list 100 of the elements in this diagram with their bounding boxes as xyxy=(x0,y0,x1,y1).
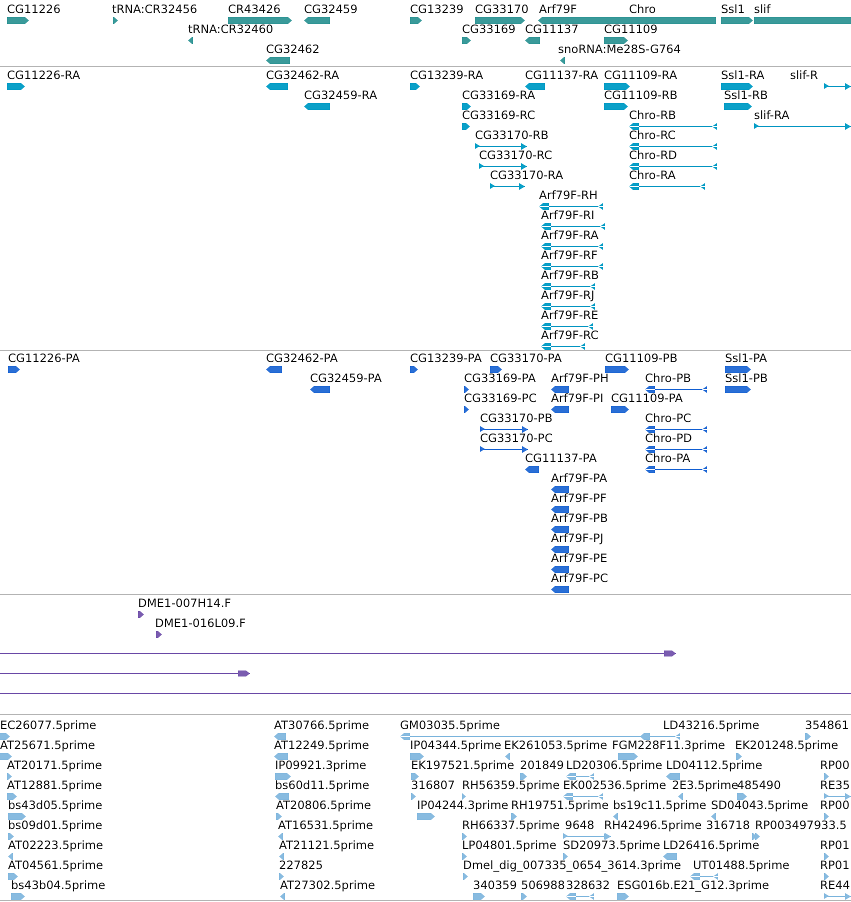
feature-label: AT20806.5prime xyxy=(276,799,372,812)
feature-label: SD20973.5prime xyxy=(563,839,660,852)
feature-label: CG33170-PA xyxy=(490,352,562,365)
feature-label: RH66337.5prime xyxy=(462,819,560,832)
feature-label: DME1-007H14.F xyxy=(138,597,232,610)
feature-label: bs43d05.5prime xyxy=(8,799,102,812)
feature-label: Arf79F-RA xyxy=(541,229,598,242)
feature-label: 354861 xyxy=(805,719,849,732)
feature-label: CG32462-RA xyxy=(266,69,340,82)
feature-label: CG32462-PA xyxy=(266,352,338,365)
feature-label: Arf79F-PB xyxy=(551,512,608,525)
feature-label: Arf79F-RI xyxy=(541,209,594,222)
feature-label: EK197521.5prime xyxy=(411,759,514,772)
feature-label: Arf79F-RF xyxy=(541,249,598,262)
feature-label: bs60d11.5prime xyxy=(275,779,370,792)
feature-label: RP01 xyxy=(820,839,850,852)
feature-label: LD43216.5prime xyxy=(663,719,760,732)
feature-label: slif-R xyxy=(790,69,818,82)
feature-label: CG11226-RA xyxy=(7,69,80,82)
feature-label: tRNA:CR32460 xyxy=(188,23,274,36)
feature-label: CG33169 xyxy=(462,23,516,36)
feature-label: CG11109-RB xyxy=(604,89,678,102)
feature-label: CG33170-PB xyxy=(480,412,552,425)
feature-label: CG33169-PA xyxy=(464,372,536,385)
feature-label: slif-RA xyxy=(754,109,790,122)
feature-label: EK201248.5prime xyxy=(735,739,838,752)
feature-label: 227825 xyxy=(279,859,323,872)
feature-label: 485490 xyxy=(737,779,781,792)
feature-label: EC26077.5prime xyxy=(0,719,96,732)
feature-label: Chro-RA xyxy=(629,169,676,182)
feature-label: DME1-016L09.F xyxy=(155,617,246,630)
feature-label: RH56359.5prime xyxy=(462,779,560,792)
feature-label: AT16531.5prime xyxy=(278,819,374,832)
feature-label: Chro-PA xyxy=(645,452,690,465)
feature-label: CG32459-PA xyxy=(310,372,382,385)
feature-label: Ssl1-RA xyxy=(721,69,764,82)
feature-label: LD20306.5prime xyxy=(566,759,662,772)
feature-label: RP00 xyxy=(820,799,850,812)
feature-label: AT02223.5prime xyxy=(8,839,104,852)
feature-label: 506988 xyxy=(521,879,565,892)
feature-label: LD04112.5prime xyxy=(666,759,762,772)
feature-label: AT25671.5prime xyxy=(0,739,96,752)
feature-label: CG11109 xyxy=(604,23,658,36)
feature-label: LD26416.5prime xyxy=(663,839,760,852)
feature-label: Arf79F xyxy=(539,3,577,16)
feature-label: 316807 xyxy=(411,779,455,792)
feature-label: RH19751.5prime xyxy=(511,799,609,812)
feature-label: Chro-RD xyxy=(629,149,678,162)
feature-label: Arf79F-PE xyxy=(551,552,608,565)
feature-label: Dmel_dig_007335_0654_3614.3prime xyxy=(463,859,682,872)
feature-label: CG11226 xyxy=(7,3,61,16)
feature-label: Ssl1 xyxy=(721,3,745,16)
feature-label: slif xyxy=(754,3,770,16)
feature-label: FGM228F11.3prime xyxy=(612,739,726,752)
feature-label: CG33170 xyxy=(475,3,529,16)
feature-label: AT27302.5prime xyxy=(280,879,376,892)
feature-label: 2E3.5prime xyxy=(672,779,738,792)
feature-label: ESG016b.E21_G12.3prime xyxy=(617,879,770,892)
feature-label: CG33170-RC xyxy=(479,149,552,162)
feature-label: CG32462 xyxy=(266,43,320,56)
feature-label: 201849 xyxy=(520,759,564,772)
feature-label: CG33170-PC xyxy=(480,432,553,445)
feature-label: Arf79F-RJ xyxy=(541,289,594,302)
feature-label: Chro-RC xyxy=(629,129,676,142)
feature-label: RE44 xyxy=(820,879,850,892)
feature-label: bs09d01.5prime xyxy=(8,819,102,832)
feature-label: Arf79F-RC xyxy=(541,329,598,342)
feature-label: IP04344.5prime xyxy=(410,739,502,752)
feature-label: AT12881.5prime xyxy=(7,779,102,792)
feature-label: LP04801.5prime xyxy=(462,839,556,852)
feature-label: AT04561.5prime xyxy=(8,859,104,872)
feature-label: Arf79F-PA xyxy=(551,472,608,485)
feature-label: CG32459 xyxy=(304,3,358,16)
feature-label: RH42496.5prime xyxy=(604,819,702,832)
feature-label: CG11137-RA xyxy=(525,69,598,82)
feature-label: CG33170-RB xyxy=(475,129,549,142)
feature-label: Arf79F-PH xyxy=(551,372,609,385)
feature-label: Arf79F-PI xyxy=(551,392,604,405)
feature-label: CG11137 xyxy=(525,23,579,36)
feature-label: UT01488.5prime xyxy=(693,859,790,872)
feature-label: CG11109-PB xyxy=(605,352,678,365)
feature-label: Chro-PD xyxy=(645,432,692,445)
feature-label: Chro-PB xyxy=(645,372,692,385)
feature-label: EK002536.5prime xyxy=(563,779,666,792)
feature-label: Arf79F-RB xyxy=(541,269,599,282)
feature-label: Ssl1-PA xyxy=(725,352,768,365)
feature-label: CG33170-RA xyxy=(490,169,564,182)
feature-label: CG11109-PA xyxy=(611,392,683,405)
feature-label: IP04244.3prime xyxy=(417,799,508,812)
feature-label: CG33169-RA xyxy=(462,89,536,102)
feature-label: CG13239 xyxy=(410,3,464,16)
feature-label: RP00 xyxy=(820,759,850,772)
feature-label: CG33169-PC xyxy=(464,392,537,405)
feature-label: AT20171.5prime xyxy=(7,759,102,772)
feature-label: Chro xyxy=(629,3,656,16)
feature-label: 9648 xyxy=(565,819,594,832)
feature-label: CG11137-PA xyxy=(525,452,597,465)
feature-label: CR43426 xyxy=(228,3,281,16)
feature-label: SD04043.5prime xyxy=(711,799,808,812)
feature-label: RE35 xyxy=(820,779,850,792)
